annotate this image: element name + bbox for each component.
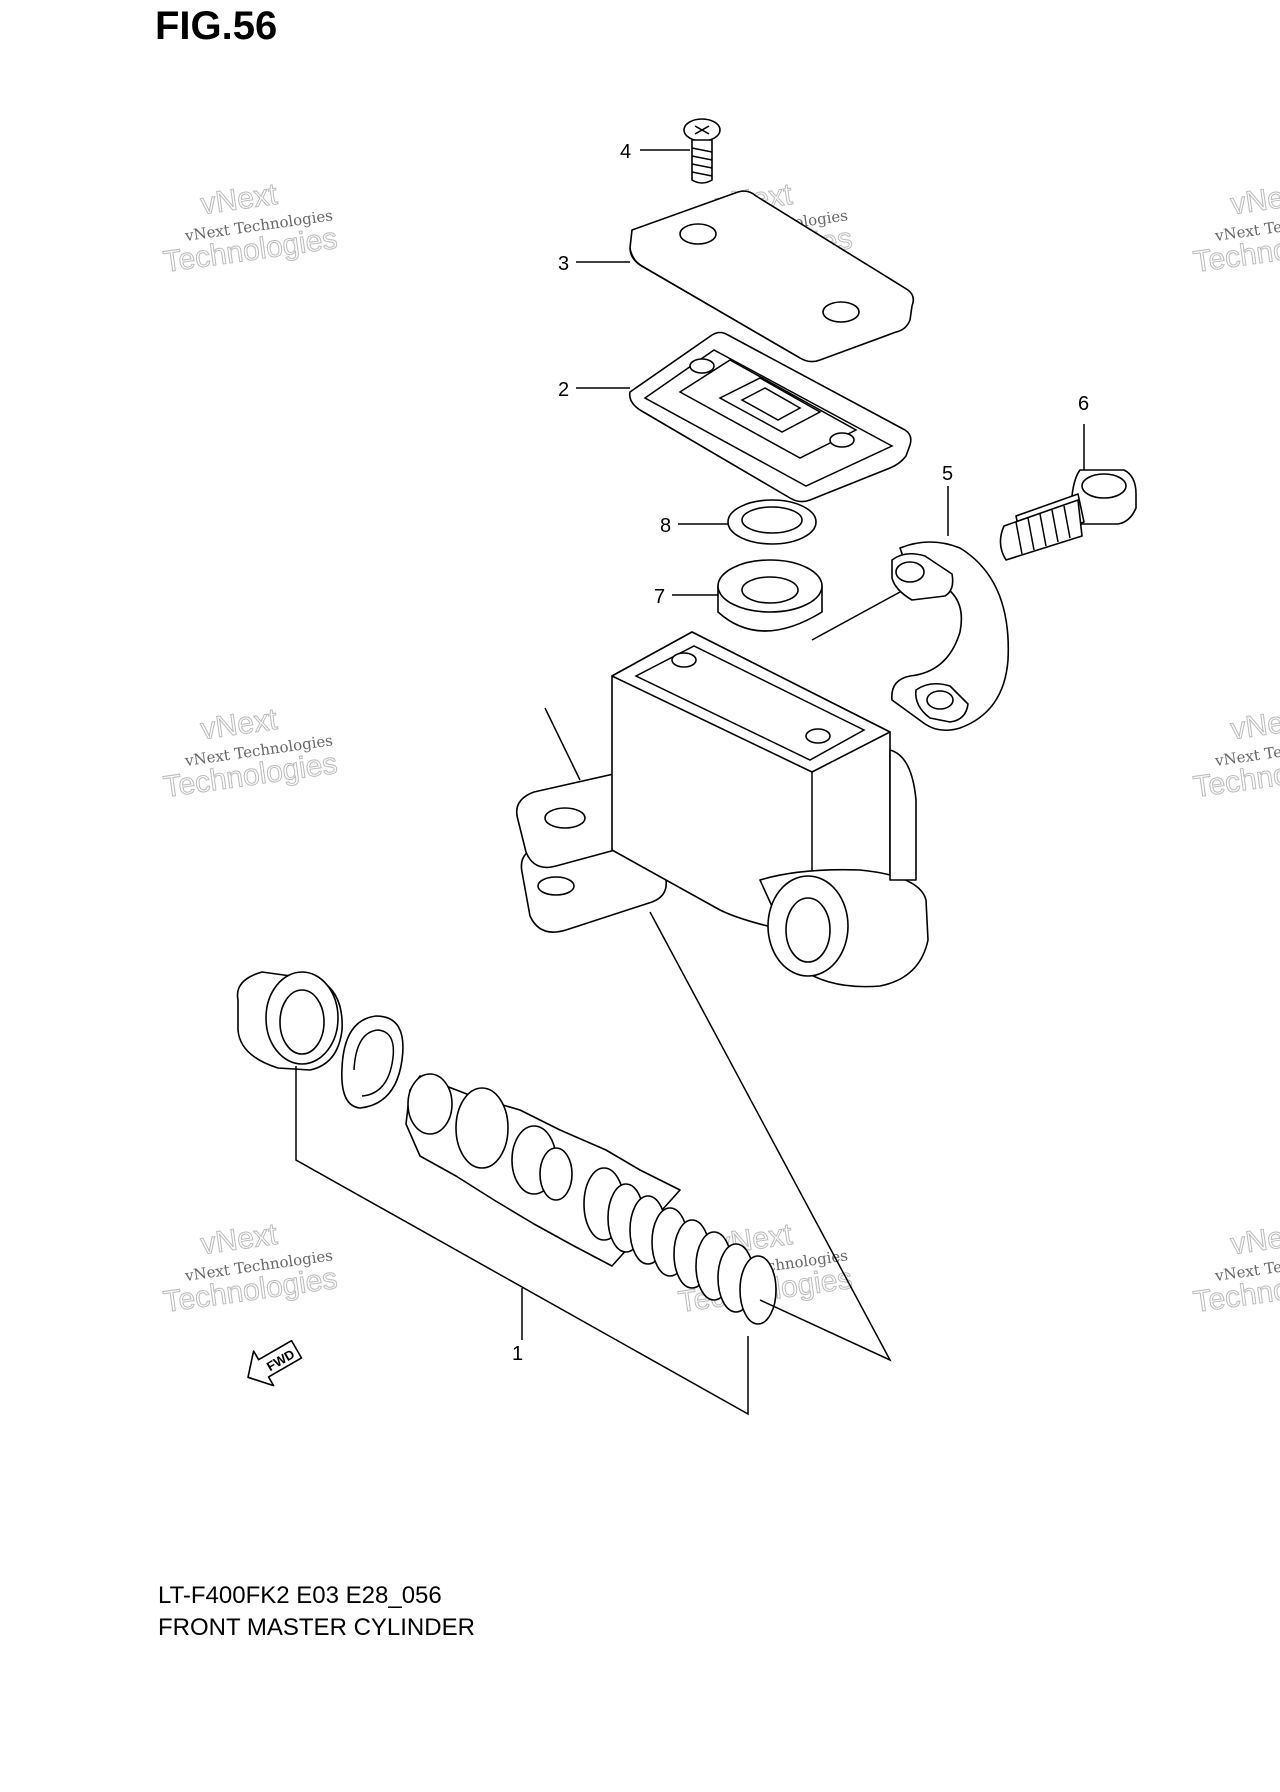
part-o-ring — [727, 499, 817, 545]
part-seal-boot — [717, 559, 823, 632]
fwd-arrow-icon: FWD — [247, 1339, 303, 1387]
watermark: vNext vNext Technologies Technologies — [161, 177, 340, 279]
callout-2: 2 — [558, 379, 569, 401]
model-code: LT-F400FK2 E03 E28_056 — [158, 1582, 442, 1609]
part-reservoir-cap — [629, 190, 915, 363]
watermark-text: vNext — [1229, 1218, 1280, 1261]
part-diaphragm — [628, 331, 912, 503]
callout-leaders — [521, 149, 1085, 1340]
part-clamp — [891, 541, 1010, 732]
part-master-cylinder-body — [515, 631, 929, 988]
callout-3: 3 — [558, 253, 569, 275]
callout-4: 4 — [620, 141, 631, 163]
diagram-name: FRONT MASTER CYLINDER — [158, 1614, 475, 1641]
watermark: vNext vNext Technologies Technologies — [1191, 702, 1280, 804]
figure-title: FIG.56 — [155, 4, 278, 48]
part-screw — [683, 118, 721, 184]
assembly-guide-lines — [295, 591, 901, 1416]
callout-1: 1 — [512, 1343, 523, 1365]
watermark: vNext vNext Technologies Technologies — [1191, 1217, 1280, 1319]
watermark: vNext vNext Technologies Technologies — [1191, 177, 1280, 279]
watermark-text: vNext — [1229, 703, 1280, 746]
callout-7: 7 — [654, 586, 665, 608]
watermark: vNext vNext Technologies Technologies — [161, 702, 340, 804]
part-bolt — [999, 469, 1137, 561]
callout-8: 8 — [660, 515, 671, 537]
watermark: vNext vNext Technologies Technologies — [161, 1217, 340, 1319]
part-piston-assembly — [236, 971, 777, 1325]
callout-5: 5 — [942, 463, 953, 485]
callout-6: 6 — [1078, 393, 1089, 415]
watermark-text: vNext — [1229, 178, 1280, 221]
